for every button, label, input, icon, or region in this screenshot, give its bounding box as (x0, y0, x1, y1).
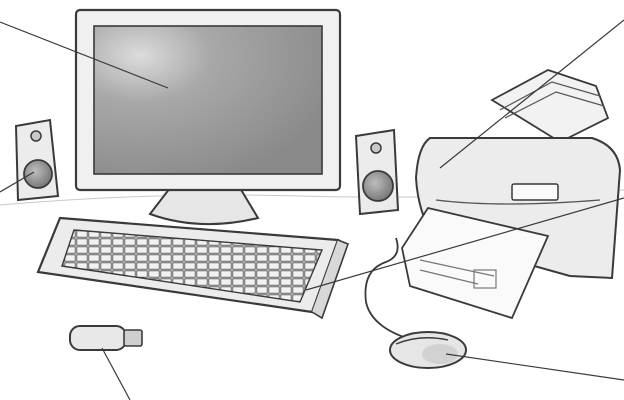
monitor (76, 10, 340, 224)
usb-drive (70, 326, 142, 350)
monitor-screen (94, 26, 322, 174)
speaker-right (356, 130, 398, 214)
mouse (390, 332, 466, 368)
printer-display (512, 184, 558, 200)
leader-line-usb (102, 348, 130, 400)
printer (402, 70, 620, 318)
leader-line-mouse (446, 354, 624, 380)
keyboard (38, 218, 348, 318)
speaker-left (16, 120, 58, 200)
